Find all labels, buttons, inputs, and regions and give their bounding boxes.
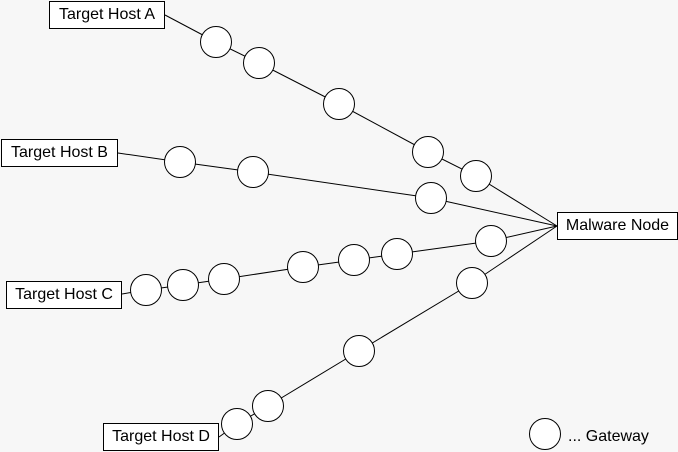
gateway-node bbox=[200, 26, 232, 58]
gateway-node bbox=[243, 47, 275, 79]
target-host-a: Target Host A bbox=[49, 1, 165, 29]
gateway-node bbox=[415, 182, 447, 214]
gateway-node bbox=[456, 267, 488, 299]
legend-label: ... Gateway bbox=[568, 428, 649, 445]
gateway-node bbox=[323, 88, 355, 120]
gateway-node bbox=[130, 274, 162, 306]
gateway-node bbox=[221, 408, 253, 440]
gateway-node bbox=[167, 269, 199, 301]
gateway-node bbox=[412, 136, 444, 168]
gateway-node bbox=[164, 146, 196, 178]
target-host-d: Target Host D bbox=[103, 423, 219, 451]
gateway-node bbox=[287, 251, 319, 283]
gateway-node bbox=[381, 238, 413, 270]
gateway-node bbox=[252, 390, 284, 422]
target-host-c: Target Host C bbox=[6, 281, 122, 309]
target-host-b: Target Host B bbox=[1, 139, 118, 167]
malware-node: Malware Node bbox=[557, 212, 678, 240]
gateway-node bbox=[343, 335, 375, 367]
gateway-node bbox=[460, 160, 492, 192]
gateway-node bbox=[475, 225, 507, 257]
gateway-node bbox=[208, 263, 240, 295]
gateway-node bbox=[237, 156, 269, 188]
gateway-node bbox=[338, 244, 370, 276]
gateway-circle-icon bbox=[529, 418, 561, 450]
